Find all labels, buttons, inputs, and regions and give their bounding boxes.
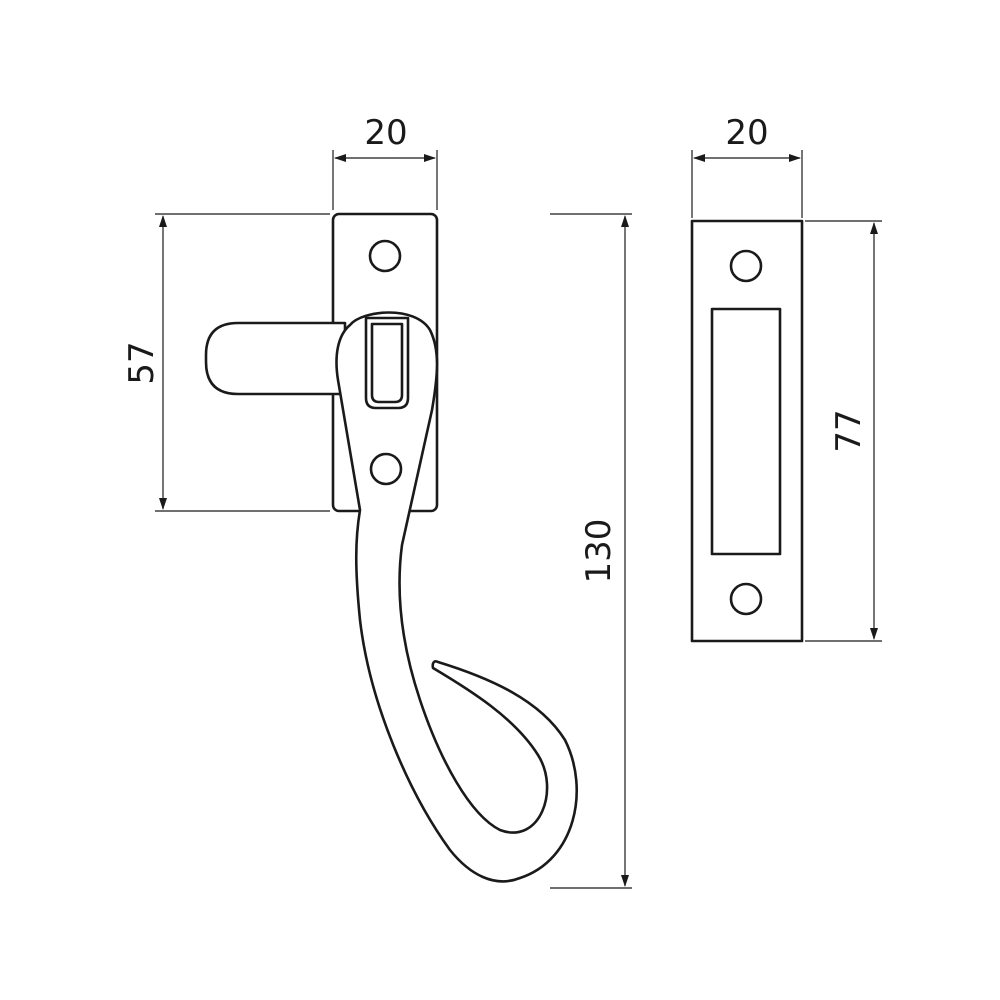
handle-slot-inner <box>370 322 404 404</box>
handle-stem <box>204 321 347 396</box>
keep-screw-hole-top <box>729 249 763 283</box>
dim-handle-width: 20 <box>364 113 407 153</box>
handle-screw-hole-bottom <box>369 452 403 486</box>
dimension-lines <box>155 150 882 889</box>
dim-overall-length: 130 <box>579 519 619 584</box>
handle-screw-hole-top <box>368 239 402 273</box>
keep-slot <box>710 307 782 556</box>
keep-plate <box>690 219 804 643</box>
dim-keep-width: 20 <box>725 113 768 153</box>
dim-plate-height: 57 <box>122 341 162 384</box>
handle-arm <box>335 311 578 883</box>
handle-slot-outer <box>364 316 410 410</box>
dim-keep-height: 77 <box>829 409 869 452</box>
casement-handle <box>204 212 578 883</box>
dimension-labels: 20 57 130 20 77 <box>122 113 869 583</box>
keep-screw-hole-bottom <box>729 582 763 616</box>
